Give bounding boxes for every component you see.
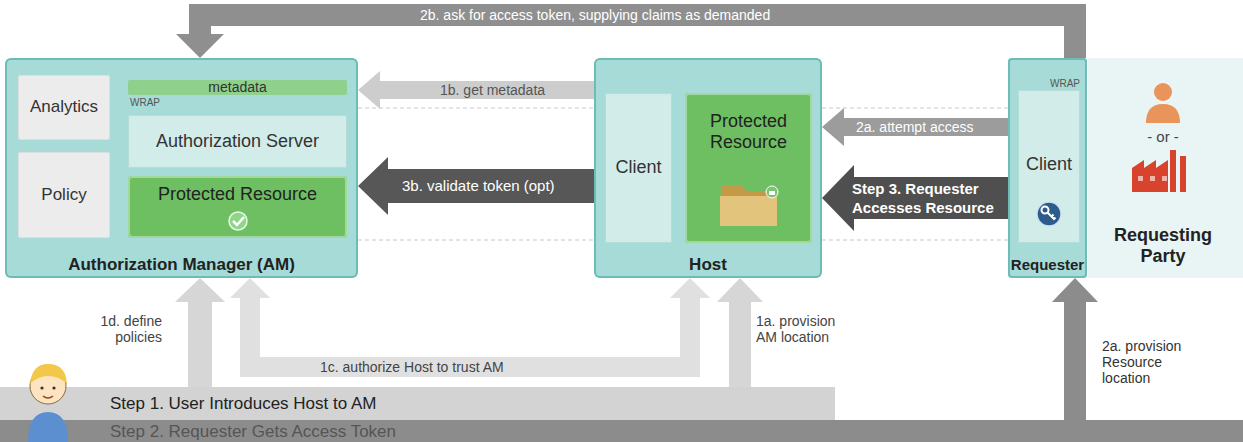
arrow-shaft [729, 301, 751, 387]
node-label: Step 1. User Introduces Host to AM [110, 394, 710, 414]
node-label: Policy [18, 185, 110, 205]
resource-box: Protected Resource [685, 93, 812, 243]
protocol-label: WRAP [1050, 78, 1086, 90]
arrow-shaft [387, 169, 594, 203]
arrow-label: 3b. validate token (opt) [402, 177, 592, 194]
arrow-shaft [853, 177, 1008, 219]
flow-arrow [175, 278, 225, 387]
node-label: metadata [128, 80, 347, 95]
dashed-guide [822, 108, 1008, 109]
arrow-shaft [250, 297, 690, 367]
arrow-head [176, 34, 224, 58]
system-box: Authorization Manager (AM) AnalyticsPolic… [5, 58, 358, 278]
flow-arrow [1052, 278, 1098, 420]
node-label: Analytics [18, 97, 110, 117]
arrow-label: 2a. provision Resource location [1102, 338, 1198, 386]
client-box: Client [1018, 90, 1080, 243]
node-label: Authorization Server [128, 131, 347, 152]
node-label: Requesting Party [1110, 225, 1216, 266]
dashed-guide [358, 108, 594, 109]
arrow-shaft [1064, 301, 1086, 420]
arrow-head [175, 278, 225, 302]
arrow-label: 1b. get metadata [440, 82, 580, 98]
arrow-shaft [379, 81, 594, 99]
arrow-shaft [843, 118, 1008, 136]
metadata-bar: metadata [128, 80, 347, 95]
node-label: Step 2. Requester Gets Access Token [110, 422, 710, 442]
arrow-head [230, 278, 270, 298]
arrow-head [822, 108, 844, 146]
flow-arrow [358, 157, 594, 215]
node-label: Client [605, 157, 672, 178]
flow-arrow [230, 278, 710, 367]
arrow-head [358, 71, 380, 109]
flow-arrow [822, 108, 1008, 146]
system-box: Host Client Protected Resource [594, 58, 822, 278]
resource-box: Protected Resource [128, 176, 347, 238]
dashed-guide [358, 240, 594, 241]
arrow-head [717, 278, 763, 302]
flow-arrow [358, 71, 594, 109]
node-label: - or - [1118, 128, 1208, 145]
arrow-label: 2a. attempt access [856, 119, 1006, 135]
step-band: Step 2. Requester Gets Access Token [0, 420, 1243, 442]
node-label: Client [1018, 154, 1080, 175]
step-band: Step 1. User Introduces Host to AM [0, 387, 835, 420]
arrow-head [358, 157, 388, 215]
client-box: Client [605, 93, 672, 243]
arrow-shaft [188, 301, 212, 387]
module-box: Policy [18, 152, 110, 238]
protocol-label: WRAP [130, 97, 190, 109]
module-box: Analytics [18, 75, 110, 140]
dashed-guide [822, 240, 1008, 241]
server-box: Authorization Server [128, 115, 347, 168]
user-icon [30, 364, 67, 384]
arrow-label: 1a. provision AM location [756, 313, 846, 345]
arrow-head [1052, 278, 1098, 302]
node-label: Protected Resource [128, 184, 347, 205]
arrow-label: 1d. define policies [76, 313, 162, 345]
arrow-label: 2b. ask for access token, supplying clai… [420, 7, 860, 23]
arrow-label: 1c. authorize Host to trust AM [320, 359, 620, 375]
node-label: Host [594, 255, 822, 275]
node-label: Requester [1008, 256, 1087, 273]
flow-arrow [822, 165, 1008, 231]
system-box: Requester Client [1008, 58, 1087, 278]
node-label: Authorization Manager (AM) [5, 255, 358, 275]
party-panel: - or - Requesting Party [1088, 58, 1243, 278]
arrow-label: Step 3. Requester Accesses Resource [852, 179, 1004, 217]
node-label: Protected Resource [689, 111, 808, 152]
arrow-head [670, 278, 710, 298]
arrow-head [822, 165, 854, 231]
